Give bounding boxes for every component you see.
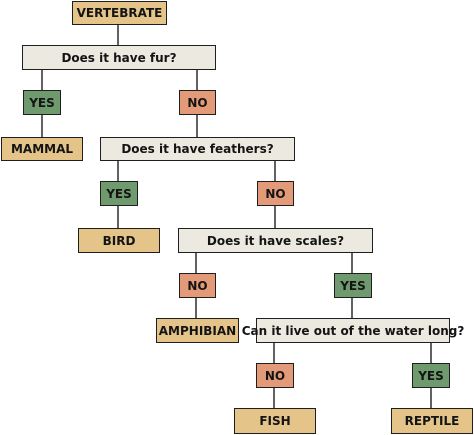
question-feathers: Does it have feathers? <box>100 137 295 161</box>
question-fur: Does it have fur? <box>22 45 216 70</box>
answer-feathers-no: NO <box>257 181 294 206</box>
answer-water-no: NO <box>256 363 294 388</box>
outcome-amphibian: AMPHIBIAN <box>156 318 239 343</box>
answer-feathers-yes: YES <box>100 181 138 206</box>
answer-fur-yes: YES <box>23 90 61 115</box>
answer-scales-yes: YES <box>334 273 372 298</box>
outcome-fish: FISH <box>234 408 316 434</box>
outcome-bird: BIRD <box>78 228 160 253</box>
answer-water-yes: YES <box>412 363 450 388</box>
outcome-mammal: MAMMAL <box>1 137 83 161</box>
node-vertebrate: VERTEBRATE <box>72 1 167 25</box>
answer-fur-no: NO <box>179 90 216 115</box>
question-scales: Does it have scales? <box>178 228 373 253</box>
question-water: Can it live out of the water long? <box>242 318 464 343</box>
answer-scales-no: NO <box>179 273 216 298</box>
outcome-reptile: REPTILE <box>391 408 473 434</box>
